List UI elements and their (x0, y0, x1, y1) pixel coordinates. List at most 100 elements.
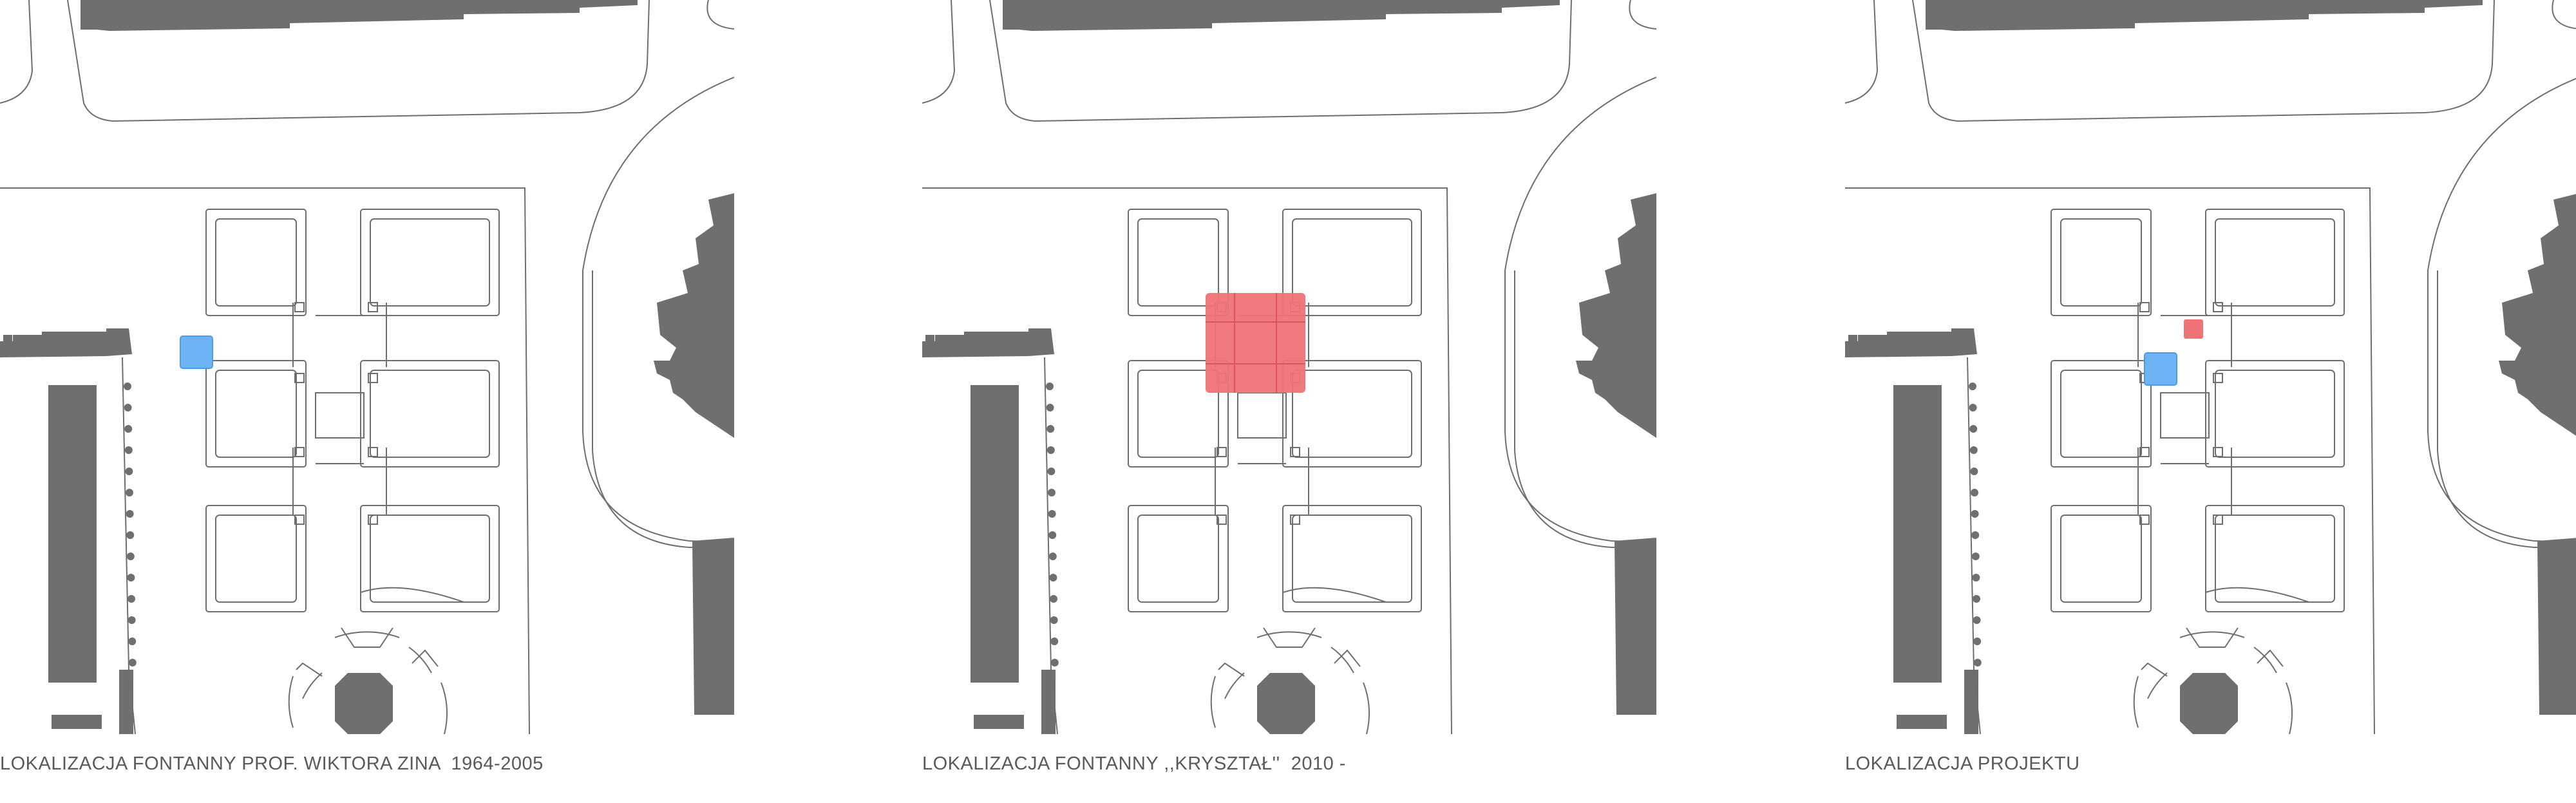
colonnade-dots (124, 383, 137, 666)
right-building (654, 193, 734, 438)
garden-bed-inner (1137, 370, 1219, 458)
site-plan (0, 0, 734, 735)
garden-arc (360, 587, 464, 603)
left-building-post (925, 335, 934, 346)
garden-bed-outer (205, 360, 307, 468)
garden-arc (1282, 587, 1387, 603)
garden-bollard (368, 373, 378, 383)
left-building-pillar (1964, 670, 1978, 734)
garden-bed-inner (370, 370, 490, 458)
colonnade-dot (1046, 383, 1054, 390)
garden-bed-inner (215, 218, 297, 307)
garden-paths (292, 303, 387, 515)
panel-caption: LOKALIZACJA FONTANNY ,,KRYSZTAŁ'' 2010 - (922, 753, 1346, 774)
garden-bed-outer (360, 209, 500, 316)
colonnade-dot (1046, 404, 1054, 411)
garden-bed-inner (2060, 370, 2142, 458)
left-building-base (1897, 715, 1947, 729)
garden-bed-outer (2205, 209, 2345, 316)
parterre (1128, 209, 1422, 612)
garden-bed-inner (2060, 515, 2142, 603)
garden-paths (2137, 303, 2232, 515)
colonnade-line (1044, 357, 1058, 735)
colonnade-dots (1046, 383, 1059, 666)
left-building-post (1848, 335, 1857, 346)
colonnade-dot (126, 489, 133, 496)
garden-bollard (2139, 515, 2150, 525)
garden-bollard (1290, 447, 1300, 457)
road-curb-left (1845, 0, 1879, 104)
road-curb-left (922, 0, 956, 104)
square-boundary (922, 187, 1452, 735)
garden-bed-outer (205, 209, 307, 316)
colonnade-dot (1048, 553, 1057, 560)
colonnade-dot (124, 383, 131, 390)
garden-bed-inner (1292, 218, 1412, 307)
garden-bollard (294, 515, 305, 525)
left-building-top (922, 328, 1054, 357)
map-panel-2: LOKALIZACJA FONTANNY ,,KRYSZTAŁ'' 2010 - (922, 0, 1656, 803)
crystal-fountain-area (1206, 293, 1305, 393)
garden-bed-outer (2050, 360, 2152, 468)
rotunda (2133, 627, 2293, 735)
crystal-fountain-marker (1206, 293, 1305, 393)
left-building-top (0, 328, 132, 357)
rotunda (288, 627, 448, 735)
road-curb-left (0, 0, 33, 104)
right-building (2499, 194, 2576, 436)
rotunda (1210, 627, 1370, 735)
colonnade-dot (1973, 659, 1982, 666)
garden-bed-inner (215, 515, 297, 603)
road-curb-right-top (706, 0, 734, 30)
panel-caption: LOKALIZACJA FONTANNY PROF. WIKTORA ZINA … (0, 753, 544, 774)
road-curve-right-lower (592, 270, 734, 548)
site-plan (1845, 0, 2576, 735)
garden-bed-inner (370, 218, 490, 307)
garden-bed-outer (360, 360, 500, 468)
colonnade-dot (1050, 659, 1059, 666)
garden-bollard (2139, 447, 2150, 457)
colonnade-dot (1971, 553, 1980, 560)
right-building (1576, 193, 1656, 438)
left-building-long (48, 385, 97, 683)
garden-bollard (368, 447, 378, 457)
colonnade-dot (1050, 638, 1059, 645)
colonnade-dot (124, 404, 132, 411)
colonnade-dot (1973, 638, 1982, 645)
colonnade-dot (1969, 404, 1977, 411)
road-curve-right (1504, 77, 1656, 543)
garden-bollard (2139, 302, 2150, 312)
colonnade-dot (126, 510, 134, 518)
road-curve-right-lower (2437, 270, 2576, 548)
garden-bed-outer (1128, 505, 1229, 612)
garden-bed-inner (2215, 515, 2335, 603)
road-curve-right-lower (1514, 270, 1656, 548)
road-curve-right (2427, 78, 2576, 543)
square-boundary (1845, 187, 2375, 735)
colonnade-dot (1046, 446, 1055, 454)
top-building (1926, 0, 2483, 31)
garden-bollard (2213, 302, 2223, 312)
garden-center-bed (2160, 392, 2210, 439)
colonnade-dot (1050, 616, 1058, 624)
crystal-fountain-grid (1206, 293, 1305, 393)
garden-arc (2205, 587, 2309, 603)
garden-bed-outer (2050, 209, 2152, 316)
garden-bed-outer (1282, 209, 1422, 316)
garden-bed-outer (2050, 505, 2152, 612)
parterre (205, 209, 500, 612)
road-curb-center (989, 0, 1572, 122)
road-curb-center (1912, 0, 2495, 122)
colonnade-dot (128, 638, 137, 645)
historic-fountain-marker (2144, 352, 2177, 386)
garden-bed-outer (2205, 360, 2345, 468)
garden-bed-inner (1137, 218, 1219, 307)
colonnade-dot (1969, 383, 1976, 390)
colonnade-dot (127, 574, 135, 581)
colonnade-dot (1048, 489, 1056, 496)
garden-bed-inner (2215, 218, 2335, 307)
map-panel-1: LOKALIZACJA FONTANNY PROF. WIKTORA ZINA … (0, 0, 734, 803)
left-building-long (971, 385, 1019, 683)
garden-bed-inner (1137, 515, 1219, 603)
garden-bed-outer (1128, 209, 1229, 316)
